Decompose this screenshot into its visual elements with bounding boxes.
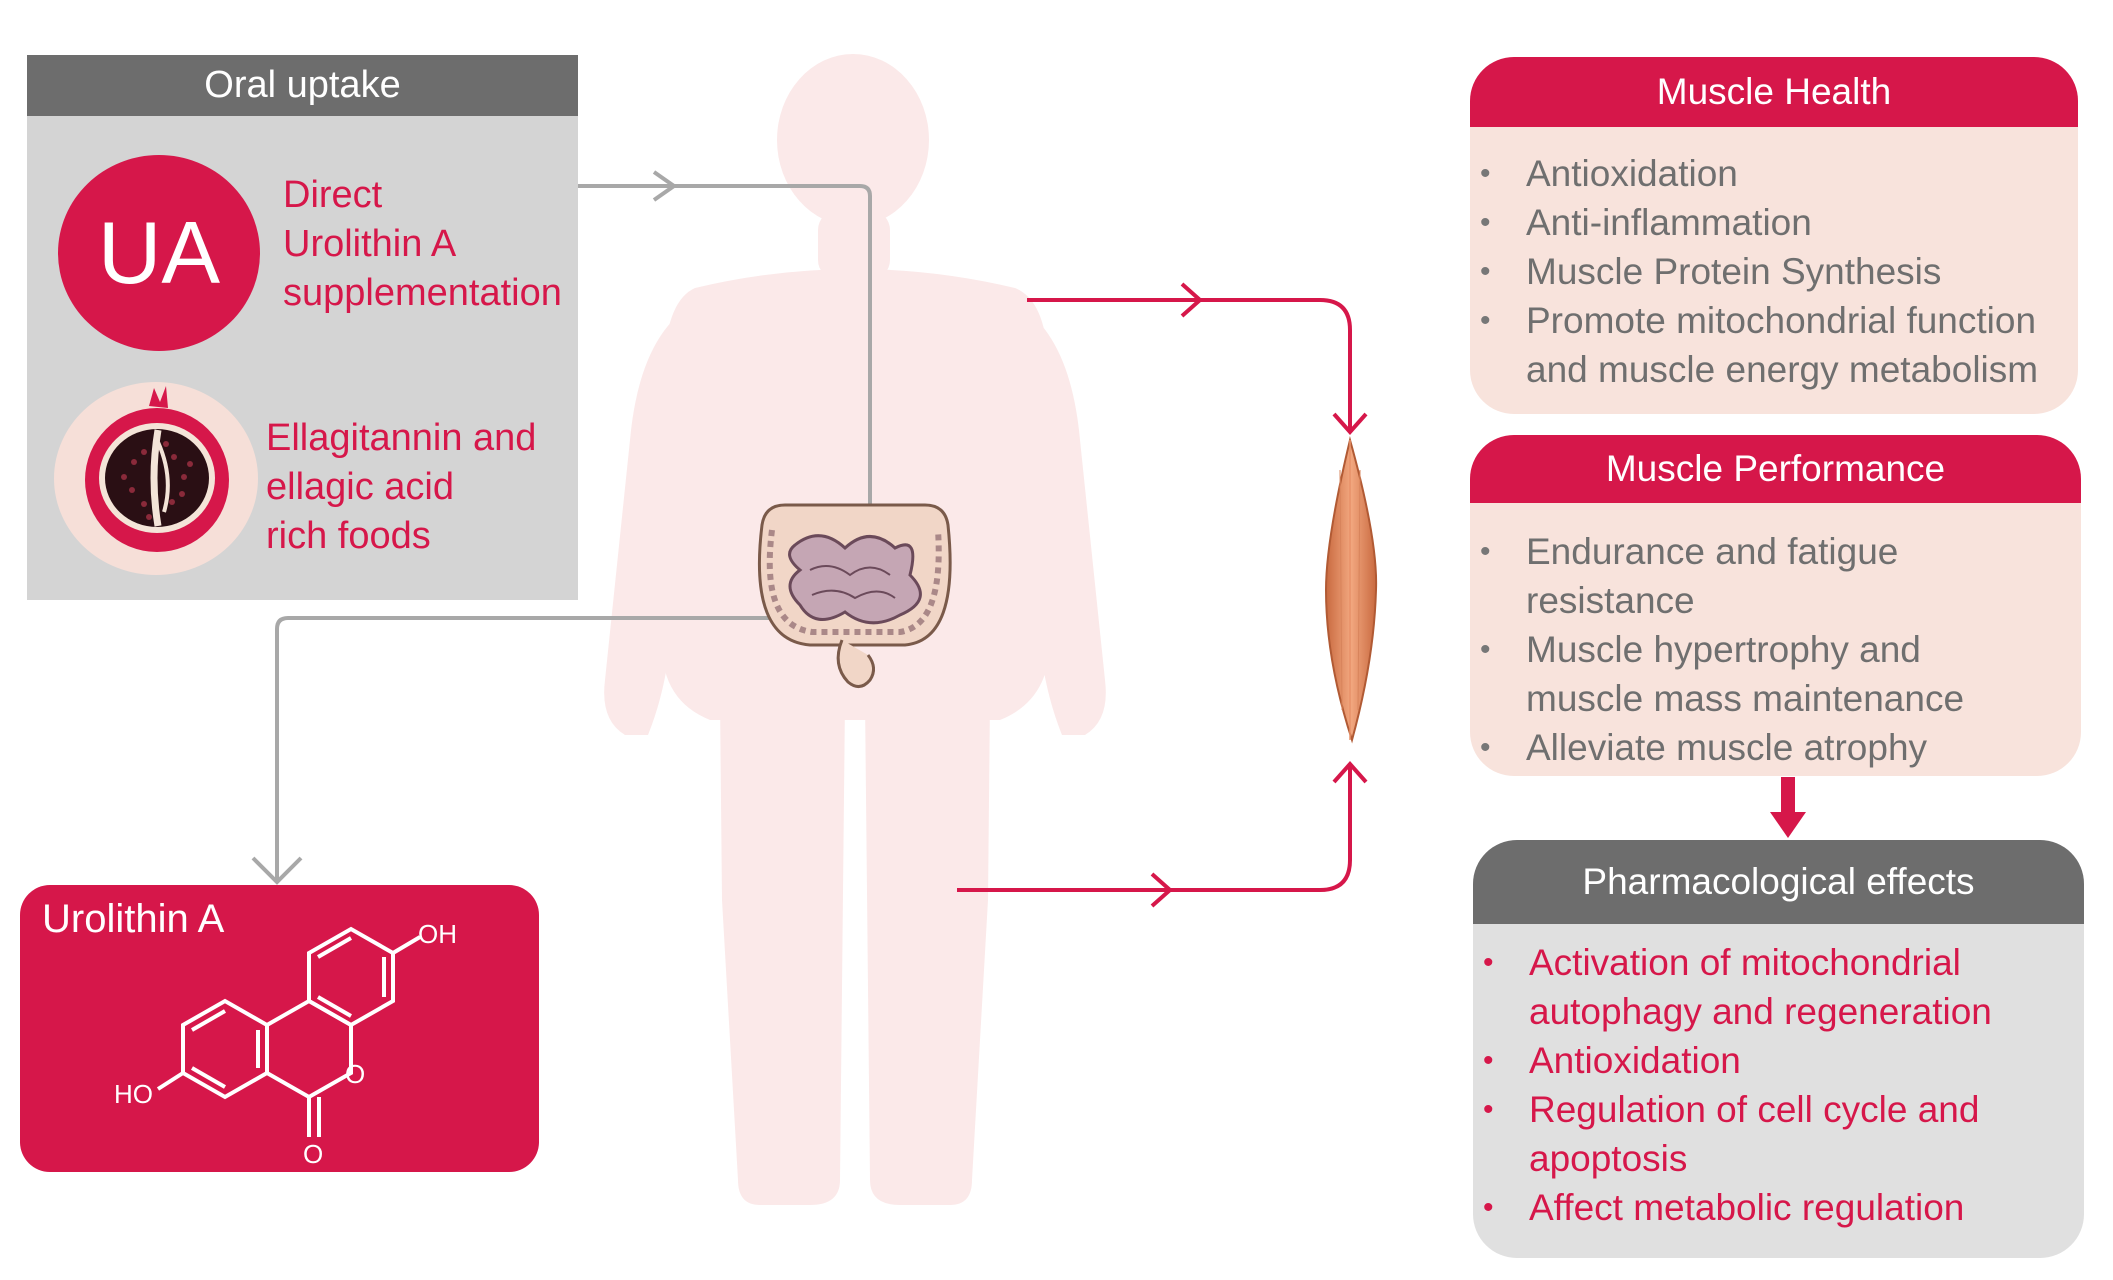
direct-supplementation-label: Direct Urolithin A supplementation: [283, 171, 562, 318]
oral-uptake-panel: Oral uptake UA Direct Urolithin A supple…: [27, 55, 578, 600]
urolithin-a-title: Urolithin A: [42, 897, 225, 941]
oh-label: OH: [418, 919, 457, 949]
muscle-performance-title: Muscle Performance: [1470, 435, 2081, 503]
foods-line: ellagic acid: [266, 466, 454, 508]
ho-label: HO: [114, 1079, 153, 1109]
list-item: Endurance and fatigue: [1470, 527, 1964, 576]
foods-label: Ellagitannin and ellagic acid rich foods: [266, 414, 536, 561]
red-connectors: [957, 282, 1368, 908]
list-item: Alleviate muscle atrophy: [1470, 723, 1964, 772]
list-item: and muscle energy metabolism: [1526, 349, 2039, 390]
down-arrow-icon: [1770, 777, 1806, 838]
list-item: autophagy and regeneration: [1529, 991, 1992, 1032]
grey-connectors: [251, 170, 872, 885]
foods-line: rich foods: [266, 515, 431, 557]
direct-line: Direct: [283, 174, 383, 216]
muscle-performance-list: Endurance and fatigueresistanceMuscle hy…: [1470, 527, 1964, 772]
ua-logo: UA: [58, 155, 260, 351]
list-item: Anti-inflammation: [1470, 198, 2038, 247]
pharmacological-effects-title: Pharmacological effects: [1473, 840, 2084, 924]
muscle-performance-card: Muscle Performance Endurance and fatigue…: [1470, 435, 2081, 776]
muscle-health-list: AntioxidationAnti-inflammationMuscle Pro…: [1470, 149, 2038, 394]
foods-line: Ellagitannin and: [266, 417, 537, 459]
list-item: Activation of mitochondrial: [1473, 938, 1992, 987]
list-item: resistance: [1526, 580, 1695, 621]
list-item: Regulation of cell cycle and: [1473, 1085, 1992, 1134]
muscle-health-card: Muscle Health AntioxidationAnti-inflamma…: [1470, 57, 2078, 414]
muscle-health-title: Muscle Health: [1470, 57, 2078, 127]
list-item: Promote mitochondrial function: [1470, 296, 2038, 345]
urolithin-a-panel: Urolithin A OH HO O O: [20, 885, 539, 1172]
ring-oxygen-label: O: [345, 1059, 365, 1089]
list-item: Muscle Protein Synthesis: [1470, 247, 2038, 296]
list-item: Antioxidation: [1473, 1036, 1992, 1085]
list-item: Affect metabolic regulation: [1473, 1183, 1992, 1232]
intestine-icon: [757, 503, 952, 688]
direct-line: supplementation: [283, 272, 562, 314]
human-silhouette: [604, 54, 1106, 1205]
direct-line: Urolithin A: [283, 223, 457, 265]
pomegranate-icon: [54, 382, 258, 575]
list-item: muscle mass maintenance: [1526, 678, 1965, 719]
muscle-icon: [1324, 436, 1378, 744]
list-item: apoptosis: [1529, 1138, 1688, 1179]
list-item: Antioxidation: [1470, 149, 2038, 198]
keto-oxygen-label: O: [303, 1139, 323, 1169]
urolithin-structure-icon: OH HO O O: [114, 919, 457, 1169]
oral-uptake-title: Oral uptake: [27, 55, 578, 116]
pharmacological-effects-card: Pharmacological effects Activation of mi…: [1473, 840, 2084, 1258]
list-item: Muscle hypertrophy and: [1470, 625, 1964, 674]
